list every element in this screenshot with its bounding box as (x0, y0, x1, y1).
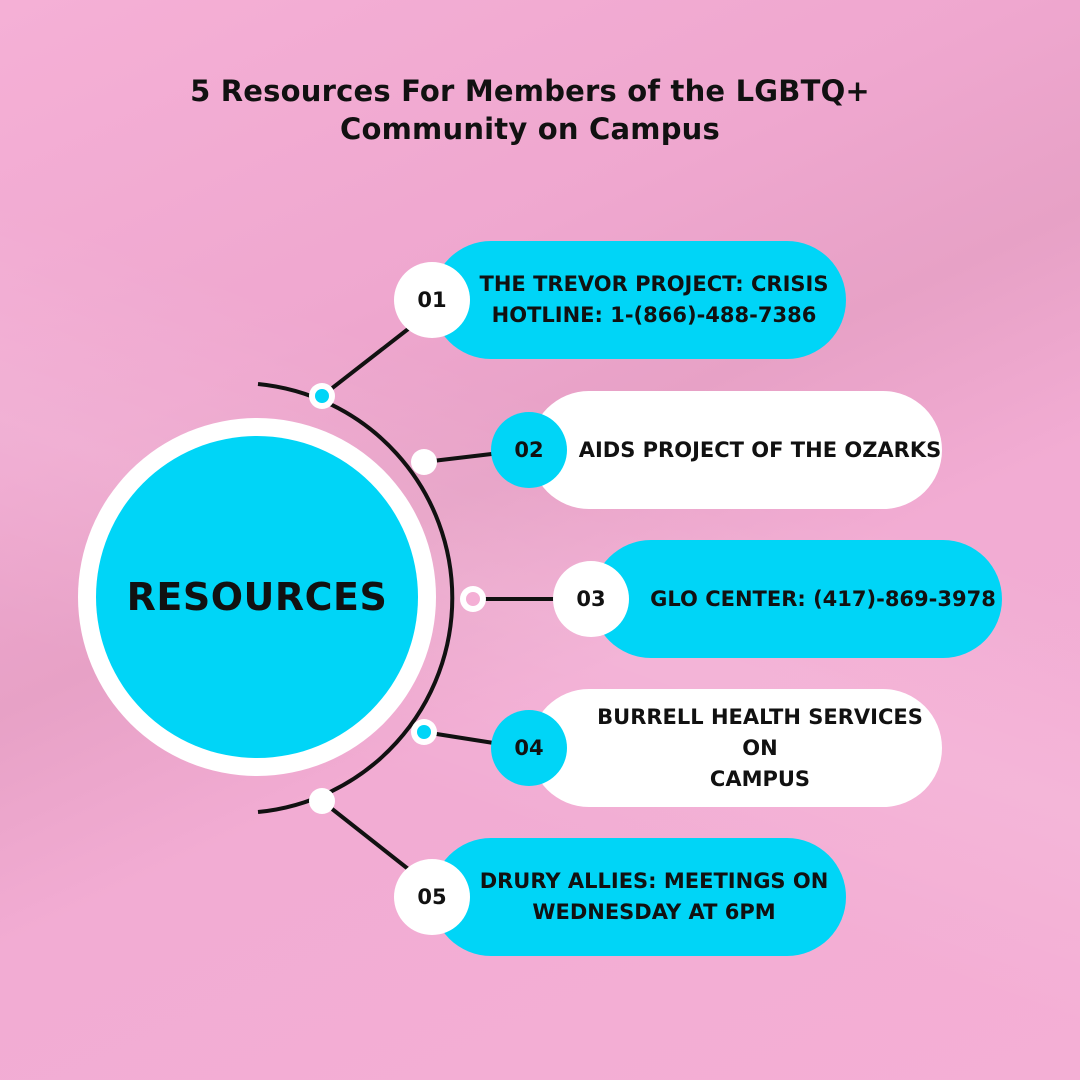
resource-text-05: DRURY ALLIES: MEETINGS ON WEDNESDAY AT 6… (480, 866, 829, 928)
resource-number-02: 02 (491, 412, 567, 488)
resource-04-line-1: BURRELL HEALTH SERVICES ON (597, 704, 923, 760)
resource-05-line-2: WEDNESDAY AT 6PM (532, 900, 776, 924)
node-04-center (417, 725, 431, 739)
node-02 (411, 449, 437, 475)
hub-arc (257, 382, 455, 814)
hub-circle: RESOURCES (96, 436, 418, 758)
resource-text-04: BURRELL HEALTH SERVICES ON CAMPUS (578, 702, 942, 795)
resource-05-line-1: DRURY ALLIES: MEETINGS ON (479, 869, 829, 893)
connector-01 (320, 324, 414, 398)
title-line-2: Community on Campus (340, 112, 720, 146)
resource-04-line-2: CAMPUS (709, 766, 811, 791)
resource-01-line-2: HOTLINE: 1-(866)-488-7386 (491, 303, 817, 327)
resource-02-line-1: AIDS PROJECT OF THE OZARKS (578, 437, 942, 462)
resource-text-02: AIDS PROJECT OF THE OZARKS (579, 435, 942, 466)
title-line-1: 5 Resources For Members of the LGBTQ+ (190, 74, 870, 108)
resource-01-line-1: THE TREVOR PROJECT: CRISIS (479, 272, 829, 296)
resource-pill-04: BURRELL HEALTH SERVICES ON CAMPUS (530, 689, 942, 807)
connector-05 (320, 799, 414, 874)
resource-number-03: 03 (553, 561, 629, 637)
resource-pill-01: THE TREVOR PROJECT: CRISIS HOTLINE: 1-(8… (432, 241, 846, 359)
resource-text-03: GLO CENTER: (417)-869-3978 (650, 584, 996, 615)
page-title: 5 Resources For Members of the LGBTQ+ Co… (120, 72, 940, 148)
node-05 (309, 788, 335, 814)
resource-03-line-1: GLO CENTER: (417)-869-3978 (650, 586, 996, 611)
resource-text-01: THE TREVOR PROJECT: CRISIS HOTLINE: 1-(8… (480, 269, 829, 331)
resource-number-05: 05 (394, 859, 470, 935)
resource-pill-05: DRURY ALLIES: MEETINGS ON WEDNESDAY AT 6… (432, 838, 846, 956)
resource-pill-03: GLO CENTER: (417)-869-3978 (592, 540, 1002, 658)
resource-number-04: 04 (491, 710, 567, 786)
node-01-center (315, 389, 329, 403)
hub-label: RESOURCES (126, 575, 388, 619)
node-03-center (466, 592, 480, 606)
resource-pill-02: AIDS PROJECT OF THE OZARKS (530, 391, 942, 509)
resource-number-01: 01 (394, 262, 470, 338)
